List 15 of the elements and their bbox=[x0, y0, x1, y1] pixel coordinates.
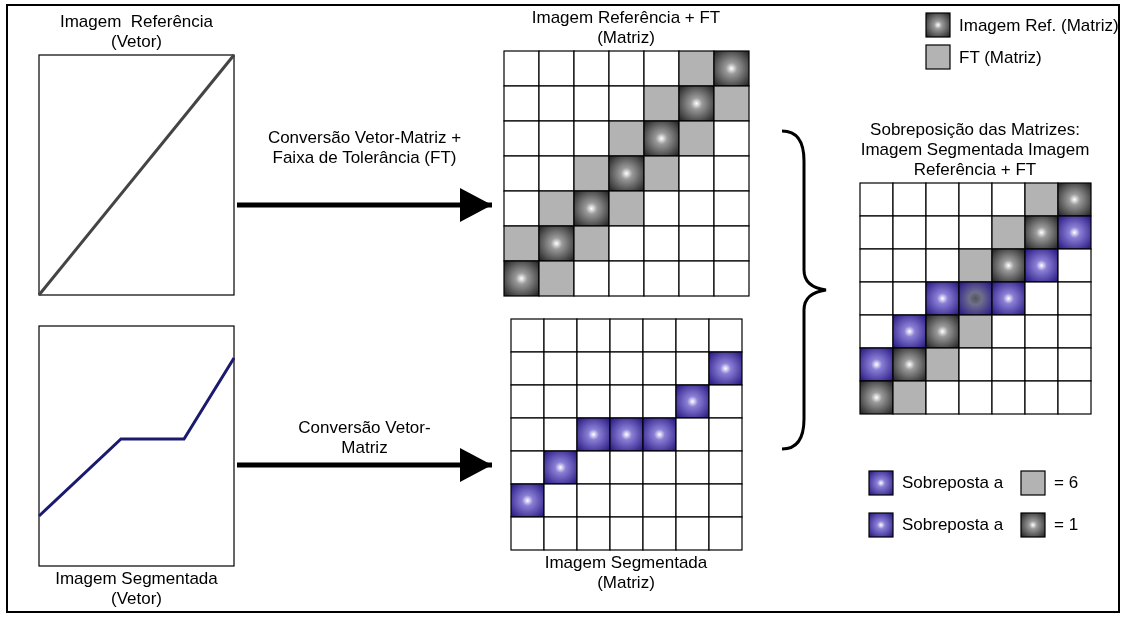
image-title: Imagem Referência (Vetor) bbox=[58, 11, 215, 53]
matrix-title: Imagem Referência + FT (Matriz) bbox=[530, 7, 722, 49]
image-title: Imagem Segmentada (Vetor) bbox=[54, 568, 219, 610]
matrix-title: Imagem Segmentada (Matriz) bbox=[543, 552, 709, 594]
arrow bbox=[237, 448, 492, 482]
matrix-title: Sobreposição das Matrizes: Imagem Segmentada Imagem Referência + FT bbox=[859, 119, 1091, 181]
edge-label: Conversão Vetor-Matriz bbox=[297, 418, 432, 458]
legend-label: FT (Matriz) bbox=[959, 48, 1042, 68]
note-label: Sobreposta a bbox=[902, 515, 1004, 535]
note-label: = 6 bbox=[1054, 473, 1079, 493]
legend-label: Imagem Ref. (Matriz) bbox=[959, 16, 1119, 36]
note-label: Sobreposta a bbox=[902, 473, 1004, 493]
arrow bbox=[237, 188, 492, 222]
edge-label: Conversão Vetor-Matriz + Faixa de Tolerância (FT) bbox=[266, 128, 463, 168]
note-label: = 1 bbox=[1054, 515, 1079, 535]
